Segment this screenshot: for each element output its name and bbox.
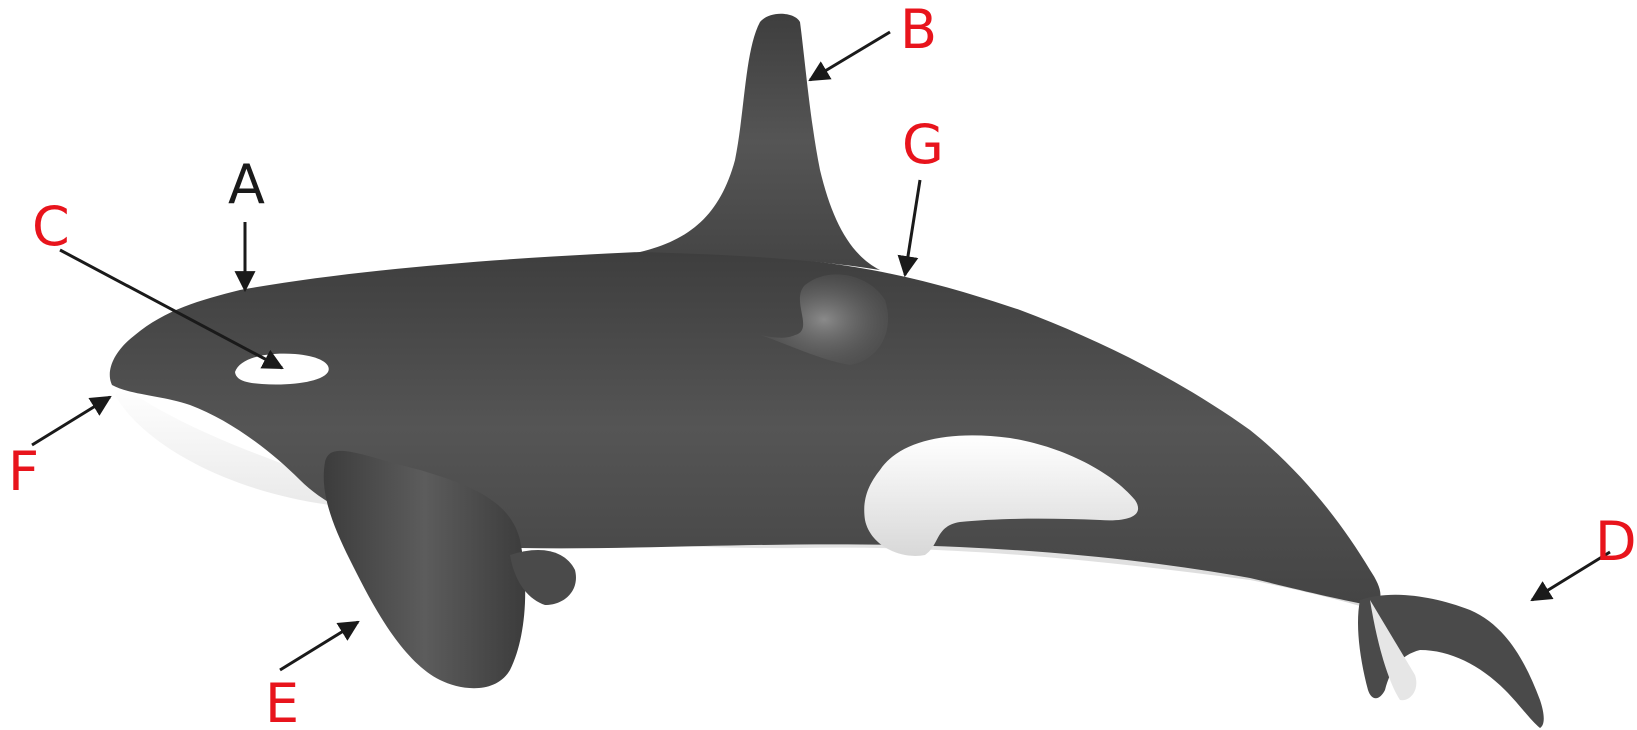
- orca-body: [110, 252, 1381, 606]
- arrow-e: [280, 622, 358, 670]
- dorsal-fin: [640, 14, 880, 270]
- label-f: F: [8, 440, 39, 503]
- arrow-b: [810, 32, 890, 80]
- label-g: G: [902, 113, 944, 176]
- label-e: E: [265, 672, 299, 730]
- label-b: B: [900, 0, 937, 61]
- arrow-g: [905, 180, 920, 275]
- label-a: A: [228, 153, 265, 216]
- label-d: D: [1595, 510, 1637, 573]
- arrow-f: [32, 397, 110, 445]
- label-c: C: [32, 195, 70, 258]
